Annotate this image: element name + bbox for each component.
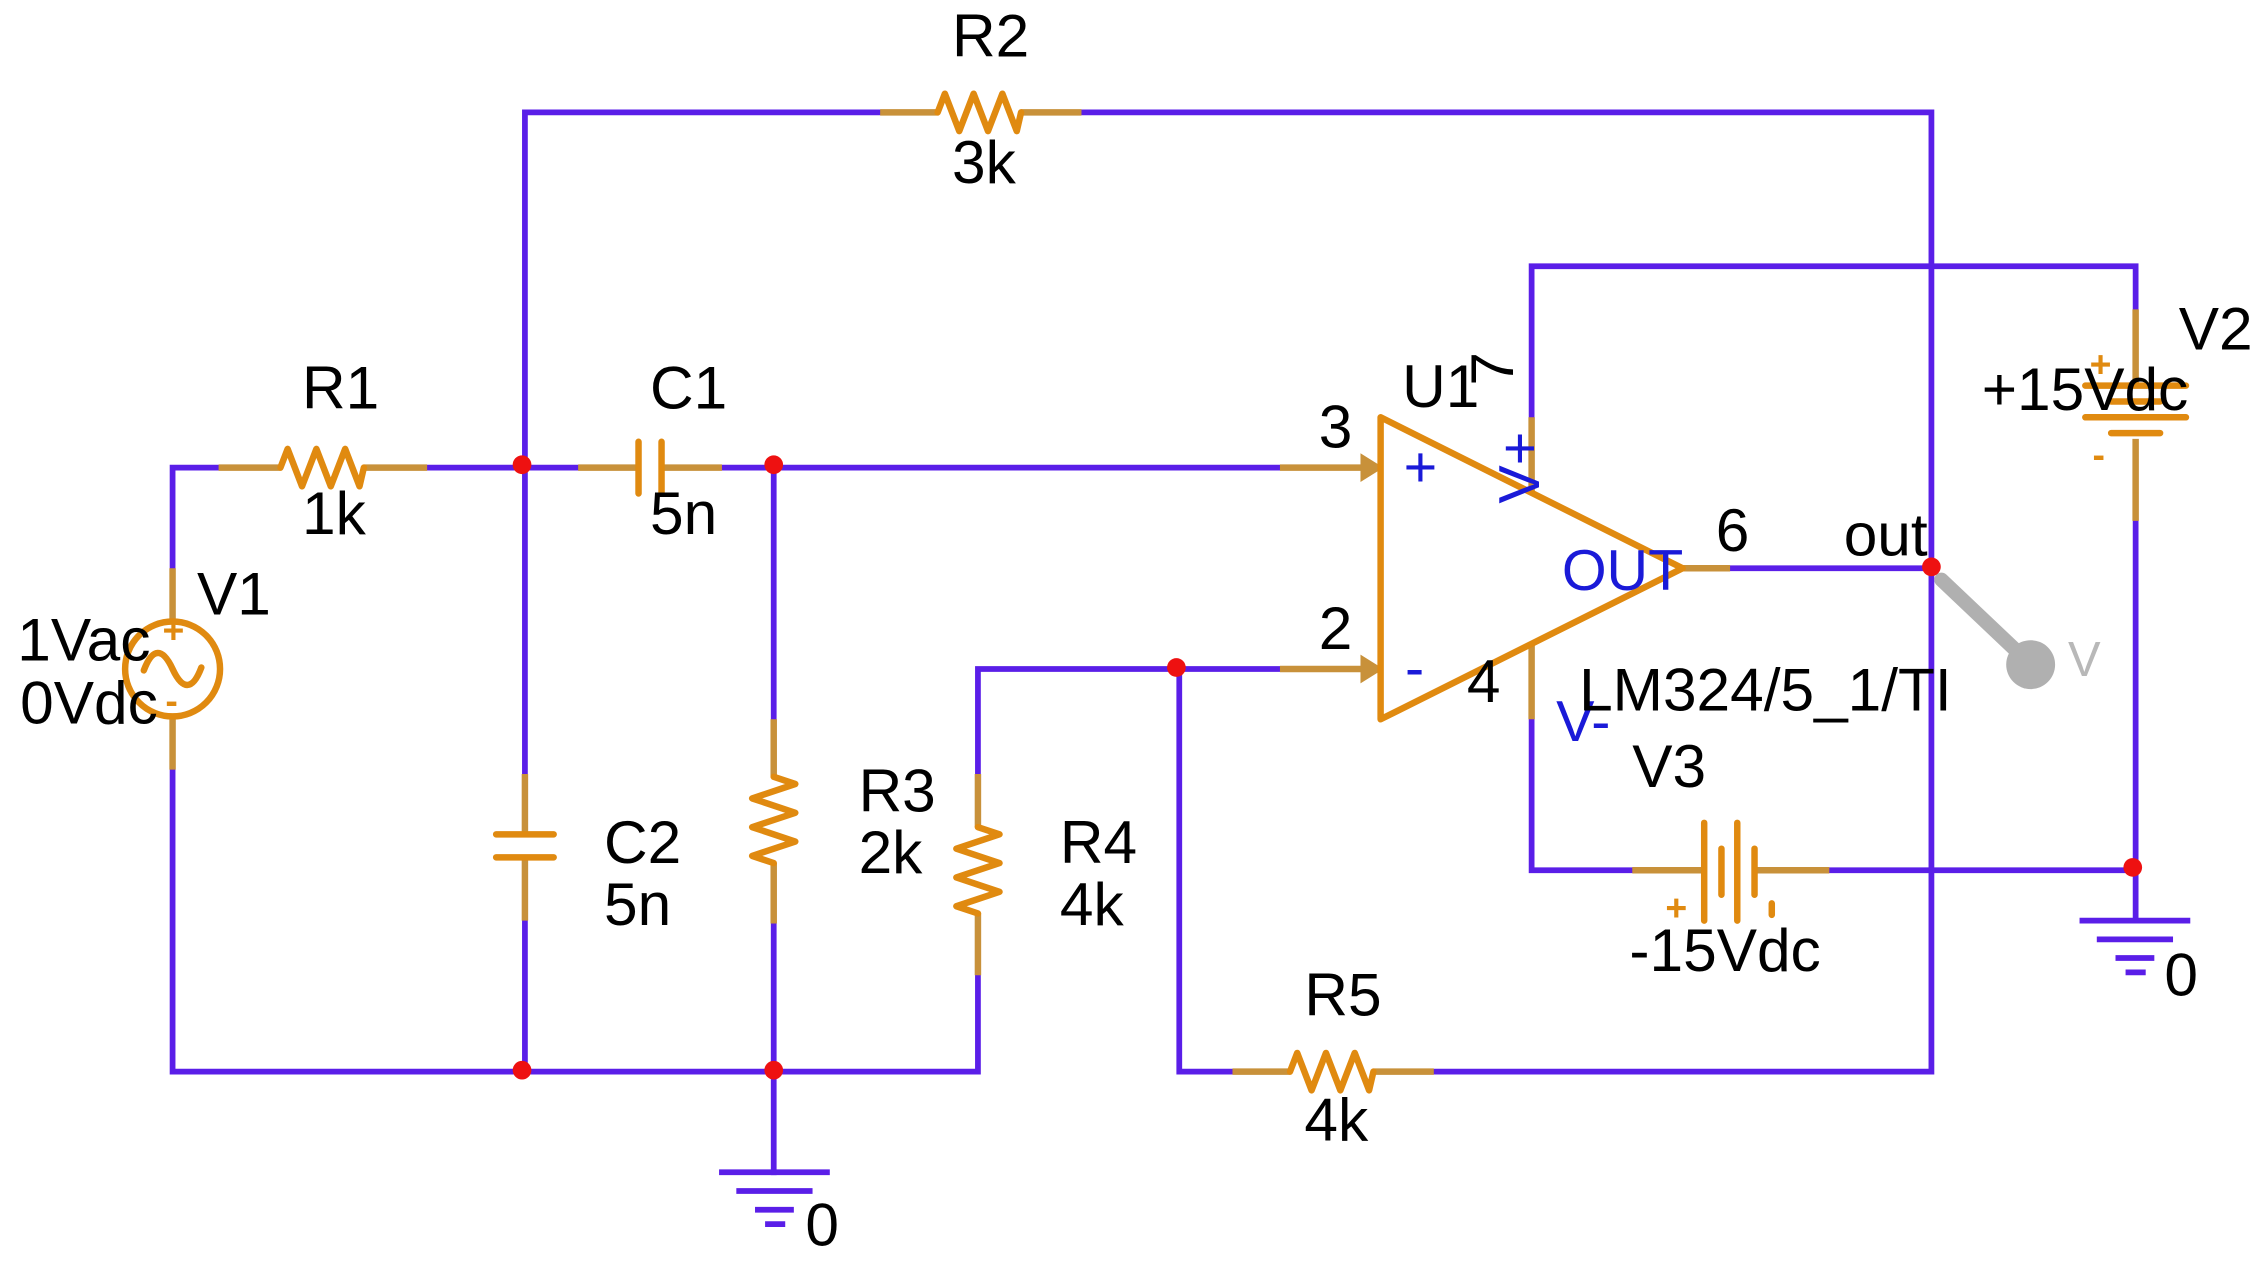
- v1-dc-value: 0Vdc: [20, 669, 158, 737]
- v2-minus-sign: -: [2092, 434, 2104, 476]
- u1-plus-sign: +: [1404, 435, 1438, 499]
- u1-pin-2: 2: [1319, 594, 1353, 662]
- v1-minus-sign: -: [165, 680, 177, 722]
- v3-value: -15Vdc: [1629, 916, 1820, 984]
- c2-ref: C2: [604, 808, 681, 876]
- r5-ref: R5: [1304, 961, 1381, 1029]
- r1-ref: R1: [302, 354, 379, 422]
- u1-ref: U1: [1402, 352, 1479, 420]
- wire-r5-left[interactable]: [1176, 666, 1236, 1075]
- r3-ref: R3: [859, 756, 936, 824]
- ground-left: 0: [719, 1169, 839, 1259]
- junction-c1-r3: [764, 455, 784, 475]
- u1-out-label: OUT: [1562, 539, 1683, 603]
- c2-value: 5n: [604, 870, 671, 938]
- v3-ref: V3: [1632, 732, 1706, 800]
- junction-out: [1922, 557, 1941, 577]
- r4-ref: R4: [1060, 808, 1137, 876]
- c1-value: 5n: [650, 479, 717, 547]
- u1-vneg-label: V-: [1556, 690, 1610, 754]
- opamp-u1[interactable]: + - OUT V+ V- U1 LM324/5_1/TI 3 2 6 4 7: [1279, 352, 1952, 754]
- u1-minus-sign: -: [1405, 637, 1424, 701]
- wire-r4-minus[interactable]: [975, 666, 1367, 777]
- junction-r1-c1: [512, 455, 532, 475]
- u1-pin-7: 7: [1458, 352, 1526, 386]
- u1-part-name: LM324/5_1/TI: [1579, 656, 1952, 724]
- v2-value: +15Vdc: [1982, 355, 2189, 423]
- r1-value: 1k: [302, 479, 367, 547]
- u1-pin-6: 6: [1716, 496, 1750, 564]
- wire-vpos-supply[interactable]: [1528, 263, 2139, 421]
- r5-value: 4k: [1304, 1086, 1369, 1154]
- junction-minus-r5: [1167, 658, 1186, 677]
- junction-supply-ground: [2123, 858, 2143, 877]
- u1-pin-3: 3: [1319, 392, 1353, 460]
- wire-v1-r1[interactable]: [169, 464, 222, 572]
- source-v2[interactable]: + - V2 +15Vdc: [1982, 295, 2253, 521]
- v2-plus-sign: +: [2090, 343, 2112, 385]
- ground-left-label: 0: [805, 1191, 839, 1259]
- r4-value: 4k: [1060, 870, 1125, 938]
- resistor-r4[interactable]: R4 4k: [953, 773, 1137, 976]
- wire-vneg-supply[interactable]: [1528, 716, 1636, 874]
- v1-ac-value: 1Vac: [17, 605, 150, 673]
- ground-right: 0: [2079, 917, 2198, 1008]
- wire-r2-right-out[interactable]: [1078, 109, 1935, 1075]
- r2-value: 3k: [952, 128, 1017, 196]
- source-v3[interactable]: + V3 -15Vdc: [1629, 732, 1830, 984]
- capacitor-c1[interactable]: C1 5n: [578, 354, 727, 547]
- u1-vpos-label: V+: [1488, 432, 1552, 504]
- v1-plus-sign: +: [163, 609, 185, 651]
- resistor-r2[interactable]: R2 3k: [880, 1, 1082, 196]
- resistor-r1[interactable]: R1 1k: [218, 354, 428, 547]
- junction-c2-bottom: [512, 1060, 532, 1080]
- u1-pin-4: 4: [1467, 647, 1501, 715]
- ground-right-label: 0: [2164, 940, 2198, 1008]
- wire-ground-bus[interactable]: [169, 766, 981, 1075]
- probe-label: V: [2068, 633, 2101, 687]
- v2-ref: V2: [2179, 295, 2253, 363]
- wire-r2-left[interactable]: [522, 109, 884, 471]
- voltage-probe[interactable]: V: [1934, 572, 2101, 690]
- capacitor-c2[interactable]: C2 5n: [492, 773, 681, 938]
- junctions: [512, 455, 2143, 1080]
- resistor-r3[interactable]: R3 2k: [748, 719, 936, 924]
- r2-ref: R2: [952, 1, 1029, 69]
- c1-ref: C1: [650, 354, 727, 422]
- r3-value: 2k: [859, 818, 924, 886]
- junction-r3-bottom: [764, 1060, 784, 1080]
- v3-plus-sign: +: [1665, 887, 1687, 929]
- v1-ref: V1: [197, 559, 271, 627]
- net-label-out: out: [1844, 500, 1928, 568]
- wires: [169, 109, 2139, 1176]
- resistor-r5[interactable]: R5 4k: [1232, 961, 1434, 1154]
- source-v1[interactable]: + - V1 1Vac 0Vdc: [17, 559, 271, 770]
